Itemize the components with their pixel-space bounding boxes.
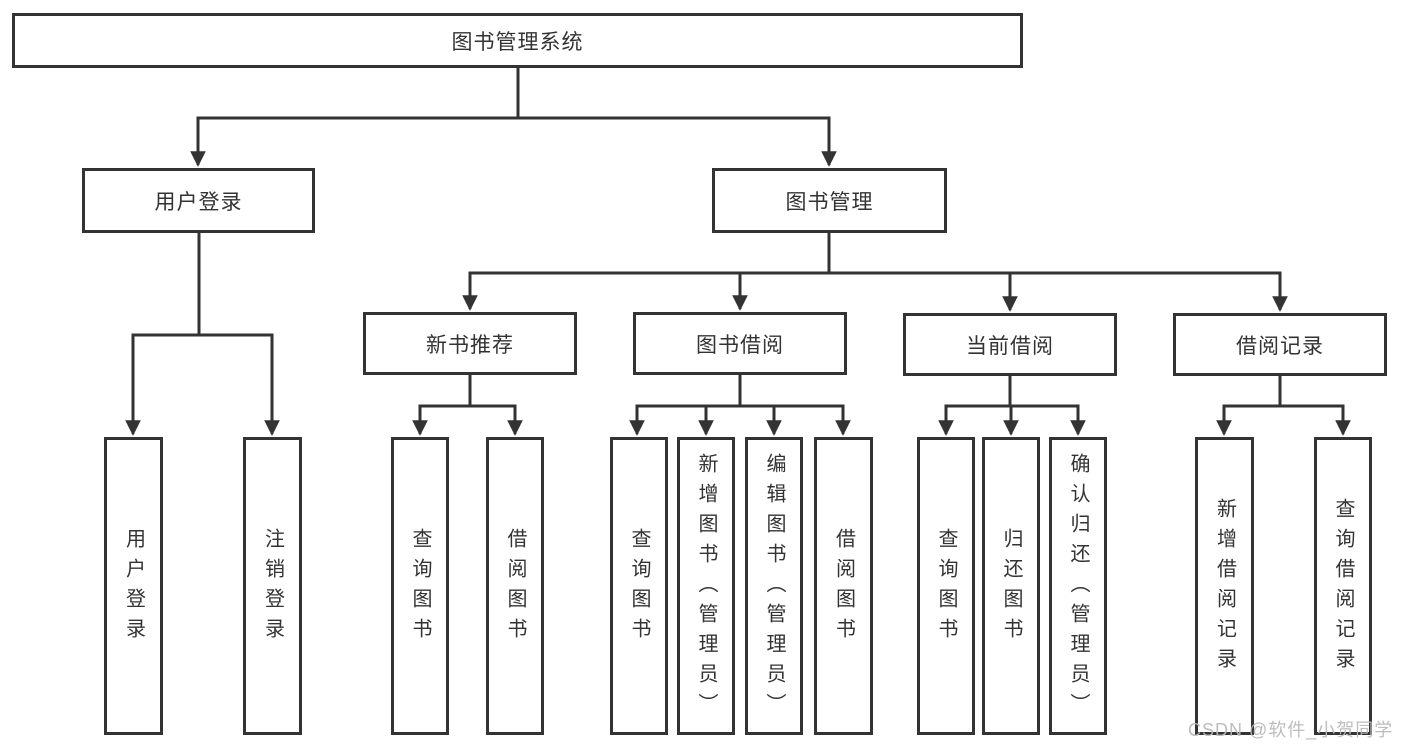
leaf-confirm-return-admin: 确认归还（管理员） [1049,437,1107,735]
node-root-label: 图书管理系统 [451,30,584,54]
node-current-borrow-label: 当前借阅 [966,334,1054,358]
leaf-borrow-books-label: 借阅图书 [832,528,855,648]
node-book-mgmt-label: 图书管理 [785,190,874,214]
leaf-query-books-current-label: 查询图书 [935,528,957,648]
connector-user-login-children [125,233,280,436]
connector-book-mgmt-to-level3 [462,233,1288,312]
node-user-login-label: 用户登录 [154,190,243,214]
node-borrow-records: 借阅记录 [1173,313,1387,376]
leaf-logout: 注销登录 [243,437,302,735]
leaf-query-borrow-record-label: 查询借阅记录 [1332,498,1354,678]
watermark: CSDN @软件_小贺同学 [1188,720,1394,740]
connector-root-to-level2 [190,68,837,167]
node-new-book-rec: 新书推荐 [363,312,577,375]
leaf-borrow-books-rec: 借阅图书 [486,437,544,735]
leaf-borrow-books-rec-label: 借阅图书 [504,528,526,648]
leaf-add-books-admin: 新增图书（管理员） [677,437,735,735]
leaf-borrow-books: 借阅图书 [814,437,873,735]
node-book-borrow: 图书借阅 [633,312,847,375]
leaf-query-books-rec: 查询图书 [391,437,449,735]
node-book-borrow-label: 图书借阅 [696,333,784,357]
leaf-edit-books-admin: 编辑图书（管理员） [745,437,803,735]
node-current-borrow: 当前借阅 [903,313,1117,376]
leaf-user-login: 用户登录 [104,437,163,735]
leaf-return-books: 归还图书 [982,437,1040,735]
leaf-query-borrow-record: 查询借阅记录 [1314,437,1372,735]
connector-current-borrow-children [938,376,1086,436]
leaf-add-books-admin-label: 新增图书（管理员） [695,453,717,723]
node-root: 图书管理系统 [12,13,1023,68]
connector-new-book-rec-children [412,375,523,436]
leaf-query-books-borrow-label: 查询图书 [628,528,650,648]
leaf-query-books-rec-label: 查询图书 [409,528,431,648]
leaf-edit-books-admin-label: 编辑图书（管理员） [763,453,785,723]
connector-book-borrow-children [629,375,851,436]
leaf-add-borrow-record: 新增借阅记录 [1195,437,1254,735]
node-book-mgmt: 图书管理 [712,168,947,233]
leaf-logout-label: 注销登录 [261,528,284,648]
leaf-add-borrow-record-label: 新增借阅记录 [1213,498,1236,678]
leaf-query-books-borrow: 查询图书 [610,437,668,735]
node-new-book-rec-label: 新书推荐 [426,333,514,357]
connector-borrow-records-children [1216,376,1351,436]
node-borrow-records-label: 借阅记录 [1236,334,1324,358]
leaf-confirm-return-admin-label: 确认归还（管理员） [1067,453,1089,723]
leaf-user-login-label: 用户登录 [122,528,145,648]
node-user-login: 用户登录 [82,168,315,233]
leaf-query-books-current: 查询图书 [917,437,975,735]
leaf-return-books-label: 归还图书 [1000,528,1022,648]
